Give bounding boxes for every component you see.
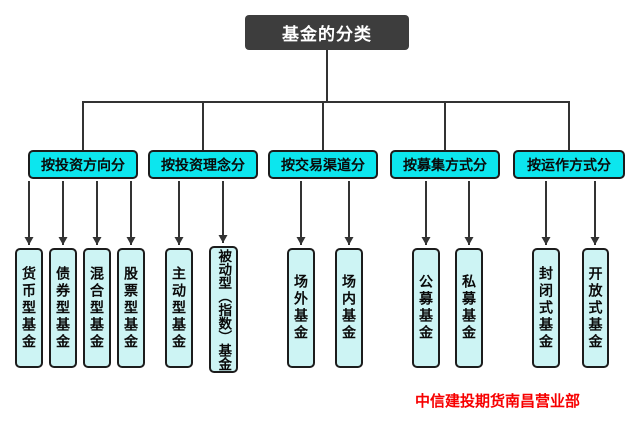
leaf-label: 被动型（指数）基金: [216, 248, 232, 371]
leaf-node-closed-end-fund: 封闭式基金: [532, 248, 560, 368]
leaf-label: 股票型基金: [123, 265, 139, 351]
category-node-trading-channel: 按交易渠道分: [268, 150, 378, 179]
leaf-node-active-fund: 主动型基金: [165, 248, 193, 368]
leaf-node-public-fund: 公募基金: [412, 248, 440, 368]
root-node: 基金的分类: [245, 15, 409, 50]
category-label: 按募集方式分: [403, 156, 487, 173]
leaf-label: 场外基金: [293, 274, 309, 342]
leaf-node-private-fund: 私募基金: [455, 248, 483, 368]
leaf-label: 公募基金: [418, 274, 434, 342]
leaf-node-hybrid-fund: 混合型基金: [83, 248, 111, 368]
category-label: 按投资方向分: [41, 156, 125, 173]
category-label: 按投资理念分: [161, 156, 245, 173]
branch-watermark: 中信建投期货南昌营业部: [415, 393, 581, 410]
leaf-node-otc-fund: 场外基金: [287, 248, 315, 368]
leaf-label: 货币型基金: [21, 265, 37, 351]
leaf-node-exchange-fund: 场内基金: [335, 248, 363, 368]
leaf-label: 封闭式基金: [538, 265, 554, 351]
leaf-node-money-fund: 货币型基金: [15, 248, 43, 368]
root-node-label: 基金的分类: [282, 25, 372, 44]
leaf-label: 主动型基金: [171, 265, 187, 351]
leaf-label: 私募基金: [461, 274, 477, 342]
leaf-node-stock-fund: 股票型基金: [117, 248, 145, 368]
category-node-fundraising-method: 按募集方式分: [390, 150, 500, 179]
leaf-label: 混合型基金: [89, 265, 105, 351]
leaf-node-open-end-fund: 开放式基金: [582, 248, 609, 368]
leaf-node-bond-fund: 债券型基金: [49, 248, 77, 368]
leaf-label: 债券型基金: [55, 265, 71, 351]
leaf-label: 场内基金: [341, 274, 357, 342]
category-node-investment-philosophy: 按投资理念分: [148, 150, 258, 179]
category-label: 按交易渠道分: [281, 156, 365, 173]
leaf-label: 开放式基金: [587, 265, 604, 351]
leaf-node-passive-index-fund: 被动型（指数）基金: [209, 246, 238, 373]
category-label: 按运作方式分: [527, 156, 611, 173]
category-node-investment-direction: 按投资方向分: [28, 150, 138, 179]
category-node-operation-method: 按运作方式分: [513, 150, 625, 179]
